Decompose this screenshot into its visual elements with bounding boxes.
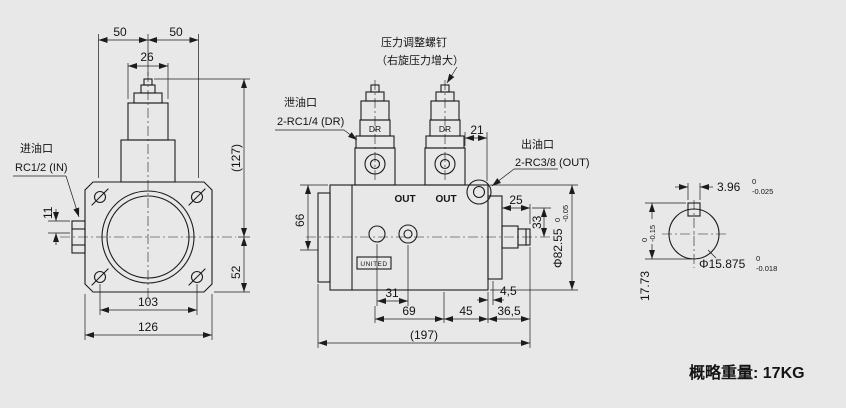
inlet-label-thread: RC1/2 (IN) <box>15 162 68 174</box>
dim-key-width: 3.96 0 -0.025 <box>675 177 773 200</box>
dim-33-label: 33 <box>530 215 544 229</box>
dim-11: 11 <box>41 206 70 245</box>
dim-126: 126 <box>84 294 213 340</box>
pressure-screw-annotation: 压力调整螺钉 （右旋压力增大） <box>376 35 464 84</box>
dim-body-diameter: Φ82.55 0 -0.05 <box>490 184 578 291</box>
dim-69-label: 69 <box>402 304 416 318</box>
side-view-body-outline <box>317 179 531 291</box>
brand-logo-text: UNITED <box>360 261 387 268</box>
dim-key-height-tol-lower: -0.15 <box>648 225 657 242</box>
body-out-label-a: OUT <box>394 194 415 205</box>
dim-50-right-label: 50 <box>169 25 183 39</box>
dim-365-label: 36,5 <box>497 304 521 318</box>
front-view-center-lines <box>60 72 236 302</box>
dim-shaft-diameter-tol-upper: 0 <box>756 254 760 263</box>
dim-key-height-tol-upper: 0 <box>640 238 649 242</box>
dim-body-diameter-label: Φ82.55 <box>551 228 565 268</box>
dim-197: (197) <box>317 284 530 348</box>
dim-127-label: (127) <box>229 144 243 172</box>
pressure-screw-note: （右旋压力增大） <box>376 53 464 67</box>
dim-key-height: 0 -0.15 17.73 <box>638 202 692 301</box>
dim-25: 25 <box>502 193 531 224</box>
dim-shaft-diameter-tol-lower: -0.018 <box>756 264 777 273</box>
outlet-port-annotation: 出油口 2-RC3/8 (OUT) <box>491 137 590 187</box>
dim-50-left-label: 50 <box>113 25 127 39</box>
inlet-port-annotation: 进油口 RC1/2 (IN) <box>13 141 80 218</box>
pressure-screw-label: 压力调整螺钉 <box>381 35 447 49</box>
dim-69-45-365-row: 69 45 36,5 <box>374 247 531 348</box>
dim-body-diameter-tol-upper: 0 <box>553 218 562 222</box>
dim-25-label: 25 <box>509 193 523 207</box>
dim-key-width-tol-upper: 0 <box>752 177 756 186</box>
approx-weight-note: 概略重量: 17KG <box>689 363 805 382</box>
shaft-end-view: 3.96 0 -0.025 0 -0.15 17.73 Φ15.875 0 -0… <box>638 177 777 301</box>
dim-103: 103 <box>99 284 198 315</box>
body-out-label-b: OUT <box>435 194 456 205</box>
dim-31-label: 31 <box>385 286 399 300</box>
dim-197-label: (197) <box>410 328 438 342</box>
dim-shaft-diameter-label: Φ15.875 <box>699 257 746 271</box>
dim-11-label: 11 <box>41 206 55 219</box>
dim-45-label: 45 <box>459 304 473 318</box>
front-view: 50 50 26 11 (127) <box>13 25 250 340</box>
drain-port-annotation: 泄油口 2-RC1/4 (DR) <box>275 95 358 141</box>
dim-key-width-tol-lower: -0.025 <box>752 187 773 196</box>
drain-label-thread: 2-RC1/4 (DR) <box>277 116 344 128</box>
shaft-center-lines <box>662 200 726 268</box>
outlet-label-cn: 出油口 <box>521 137 554 151</box>
dim-52: 52 <box>214 237 250 293</box>
dim-66: 66 <box>293 184 328 251</box>
dim-key-height-label: 17.73 <box>638 271 652 301</box>
dim-66-label: 66 <box>293 213 307 227</box>
dim-body-diameter-tol-lower: -0.05 <box>561 205 570 222</box>
dim-26-label: 26 <box>140 50 154 64</box>
dim-4-5: 4,5 <box>477 281 517 305</box>
outlet-label-thread: 2-RC3/8 (OUT) <box>515 157 590 169</box>
dim-21-label: 21 <box>470 123 484 137</box>
drain-label-cn: 泄油口 <box>284 95 317 109</box>
dim-31: 31 <box>376 244 409 306</box>
dim-103-label: 103 <box>138 295 158 309</box>
dim-4-5-label: 4,5 <box>500 284 517 298</box>
dim-52-label: 52 <box>229 265 243 279</box>
dim-shaft-diameter: Φ15.875 0 -0.018 <box>699 249 777 273</box>
inlet-label-cn: 进油口 <box>20 141 53 155</box>
dim-26: 26 <box>127 50 169 99</box>
side-view-center-lines <box>306 80 550 238</box>
dim-key-width-label: 3.96 <box>717 180 741 194</box>
dim-50-pair: 50 50 <box>98 25 199 178</box>
dim-126-label: 126 <box>138 320 158 334</box>
dim-33: 33 <box>530 207 551 237</box>
dim-21: 21 <box>464 123 488 181</box>
dim-127: (127) <box>154 78 250 238</box>
side-view: DR DR OUT OUT UNITED 压力调整螺钉 （右旋压力增大） 泄油口… <box>275 35 590 348</box>
